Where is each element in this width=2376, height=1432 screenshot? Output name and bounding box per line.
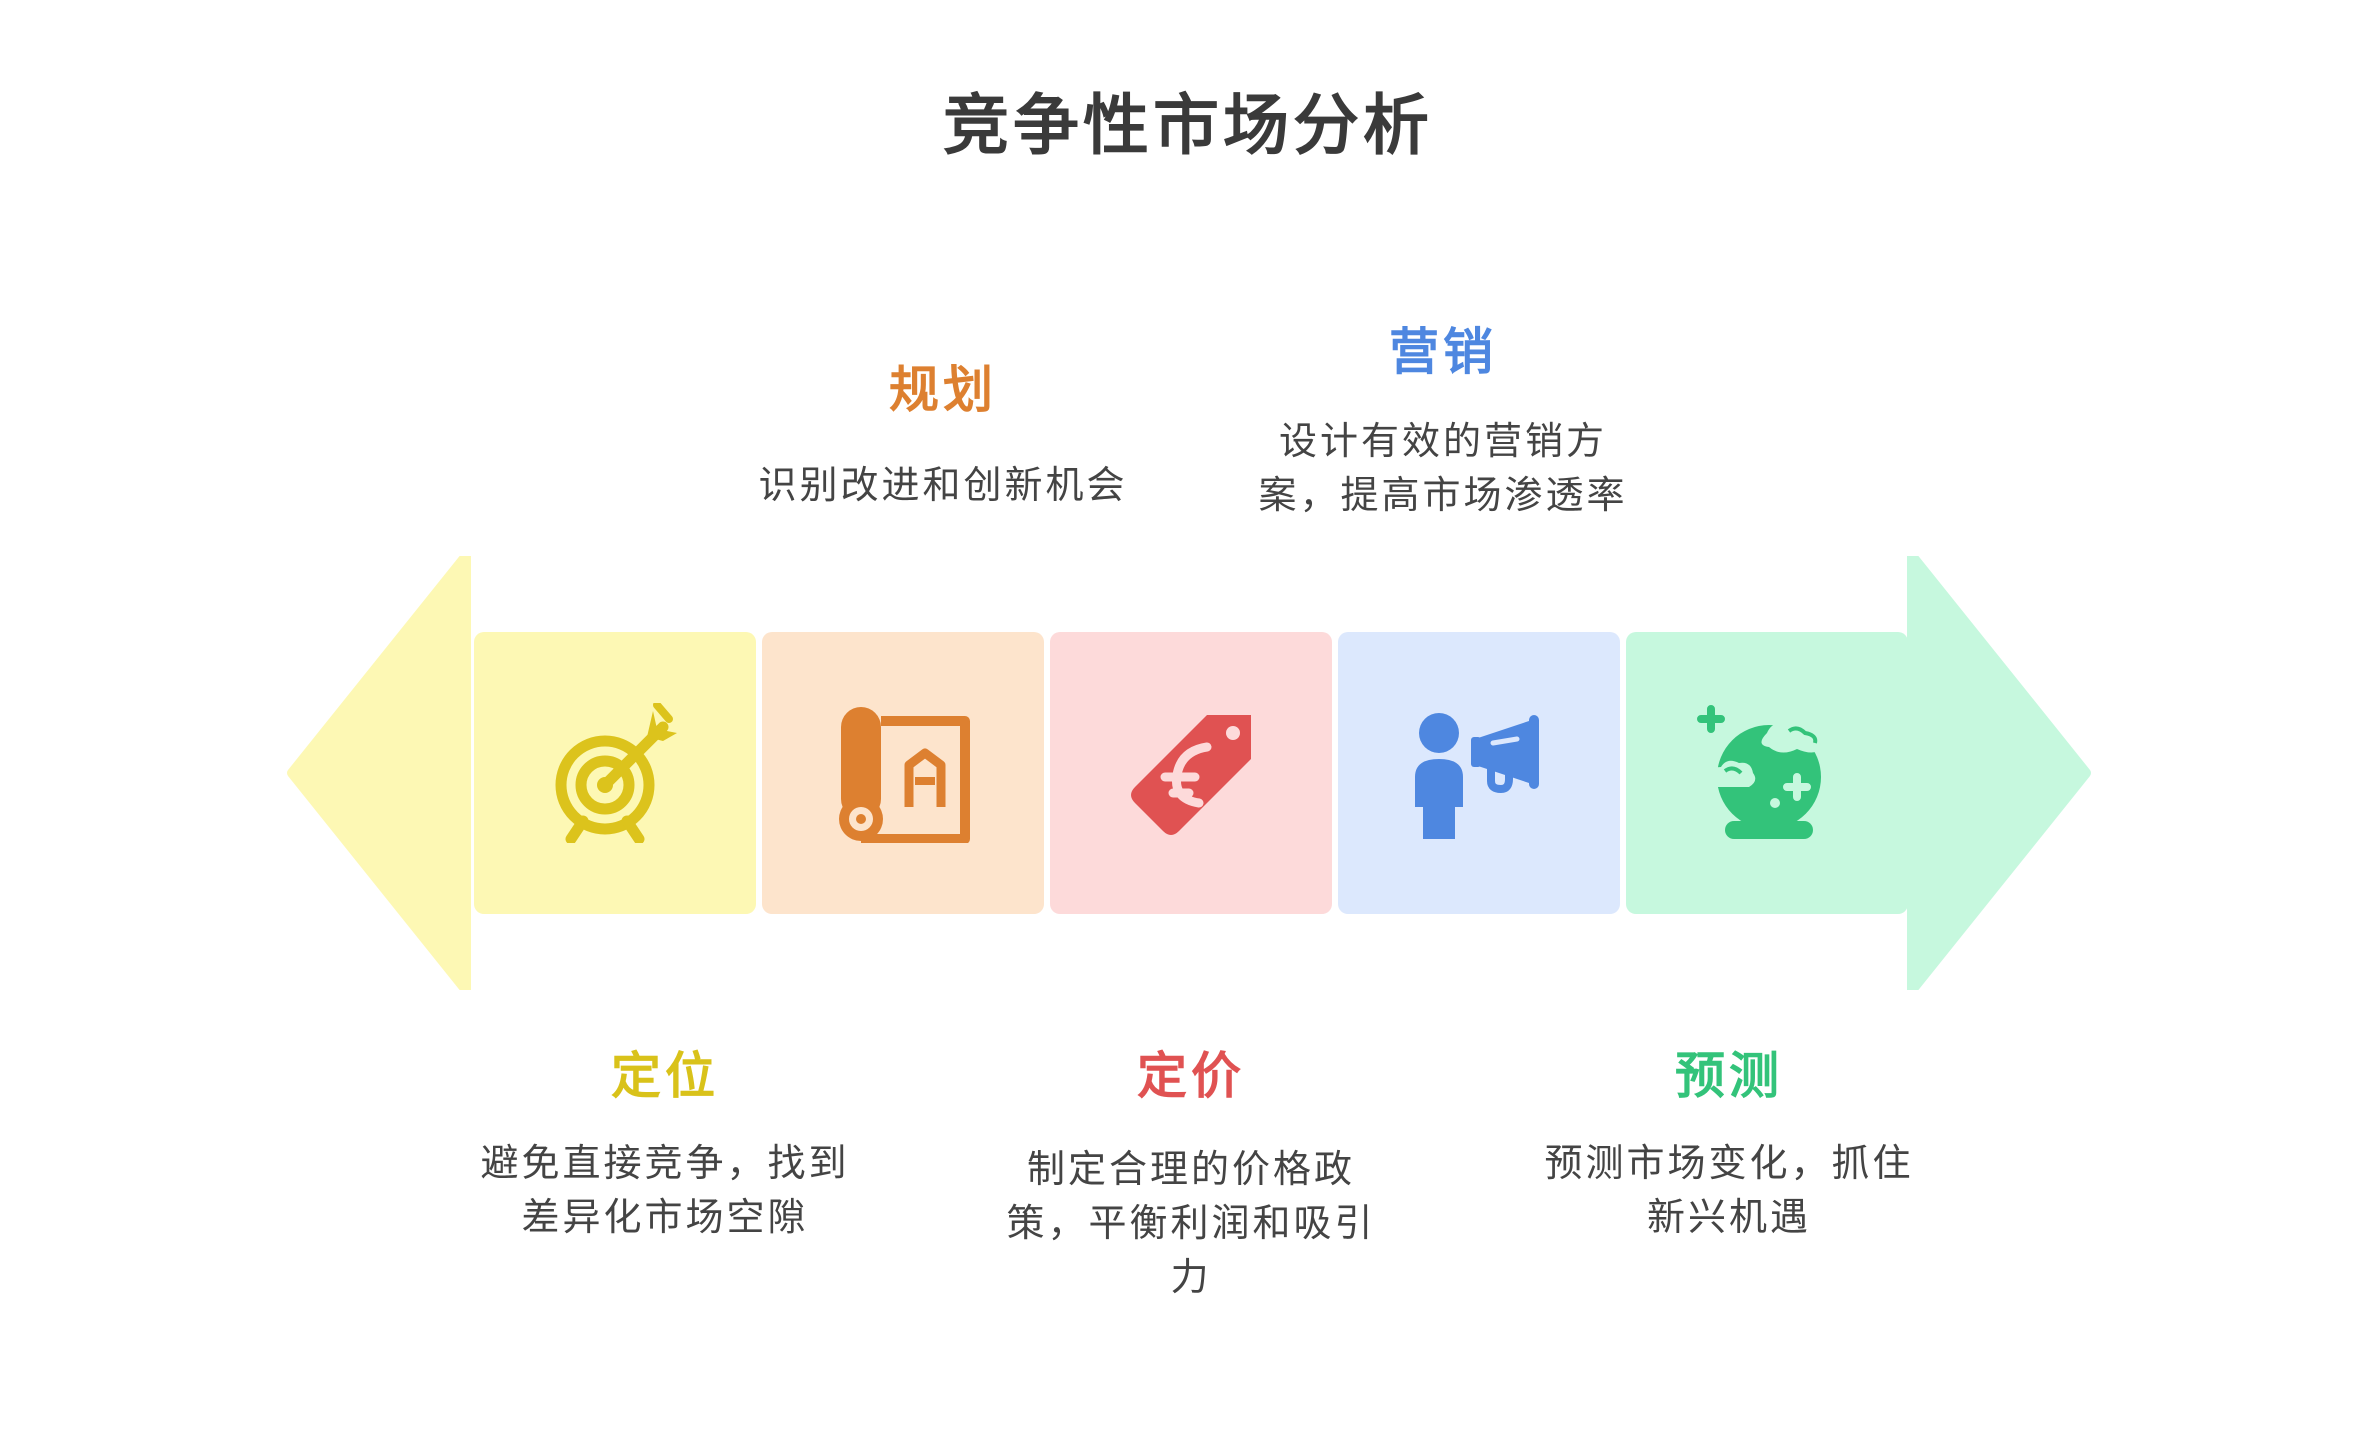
crystal-ball-icon — [1697, 703, 1837, 843]
description-line: 力 — [1170, 1255, 1212, 1299]
pricing-description: 制定合理的价格政 策，平衡利润和吸引 力 — [941, 1142, 1441, 1304]
marketing-block — [1338, 632, 1620, 914]
forecast-block — [1626, 632, 1908, 914]
description-line: 识别改进和创新机会 — [758, 463, 1128, 507]
positioning-block — [474, 632, 756, 914]
price-tag-icon — [1121, 703, 1261, 843]
description-line: 制定合理的价格政 — [1026, 1147, 1355, 1191]
description-line: 差异化市场空隙 — [521, 1195, 809, 1239]
description-line: 案，提高市场渗透率 — [1258, 473, 1628, 517]
marketing-heading: 营销 — [1389, 323, 1497, 381]
left-arrowhead — [286, 556, 472, 990]
description-line: 避免直接竞争，找到 — [480, 1141, 850, 1185]
description-line: 新兴机遇 — [1646, 1195, 1811, 1239]
forecast-description: 预测市场变化，抓住 新兴机遇 — [1479, 1136, 1979, 1244]
right-arrowhead — [1906, 556, 2092, 990]
megaphone-person-icon — [1409, 703, 1549, 843]
pricing-block — [1050, 632, 1332, 914]
description-line: 策，平衡利润和吸引 — [1006, 1201, 1376, 1245]
planning-heading: 规划 — [889, 361, 997, 419]
planning-block — [762, 632, 1044, 914]
positioning-heading: 定位 — [611, 1047, 719, 1105]
positioning-description: 避免直接竞争，找到 差异化市场空隙 — [415, 1136, 915, 1244]
blueprint-icon — [833, 703, 973, 843]
marketing-description: 设计有效的营销方 案，提高市场渗透率 — [1193, 414, 1693, 522]
forecast-heading: 预测 — [1675, 1047, 1783, 1105]
planning-description: 识别改进和创新机会 — [693, 458, 1193, 512]
description-line: 预测市场变化，抓住 — [1544, 1141, 1914, 1185]
page-title: 竞争性市场分析 — [943, 87, 1433, 164]
pricing-heading: 定价 — [1137, 1047, 1245, 1105]
description-line: 设计有效的营销方 — [1278, 419, 1607, 463]
target-icon — [545, 703, 685, 843]
